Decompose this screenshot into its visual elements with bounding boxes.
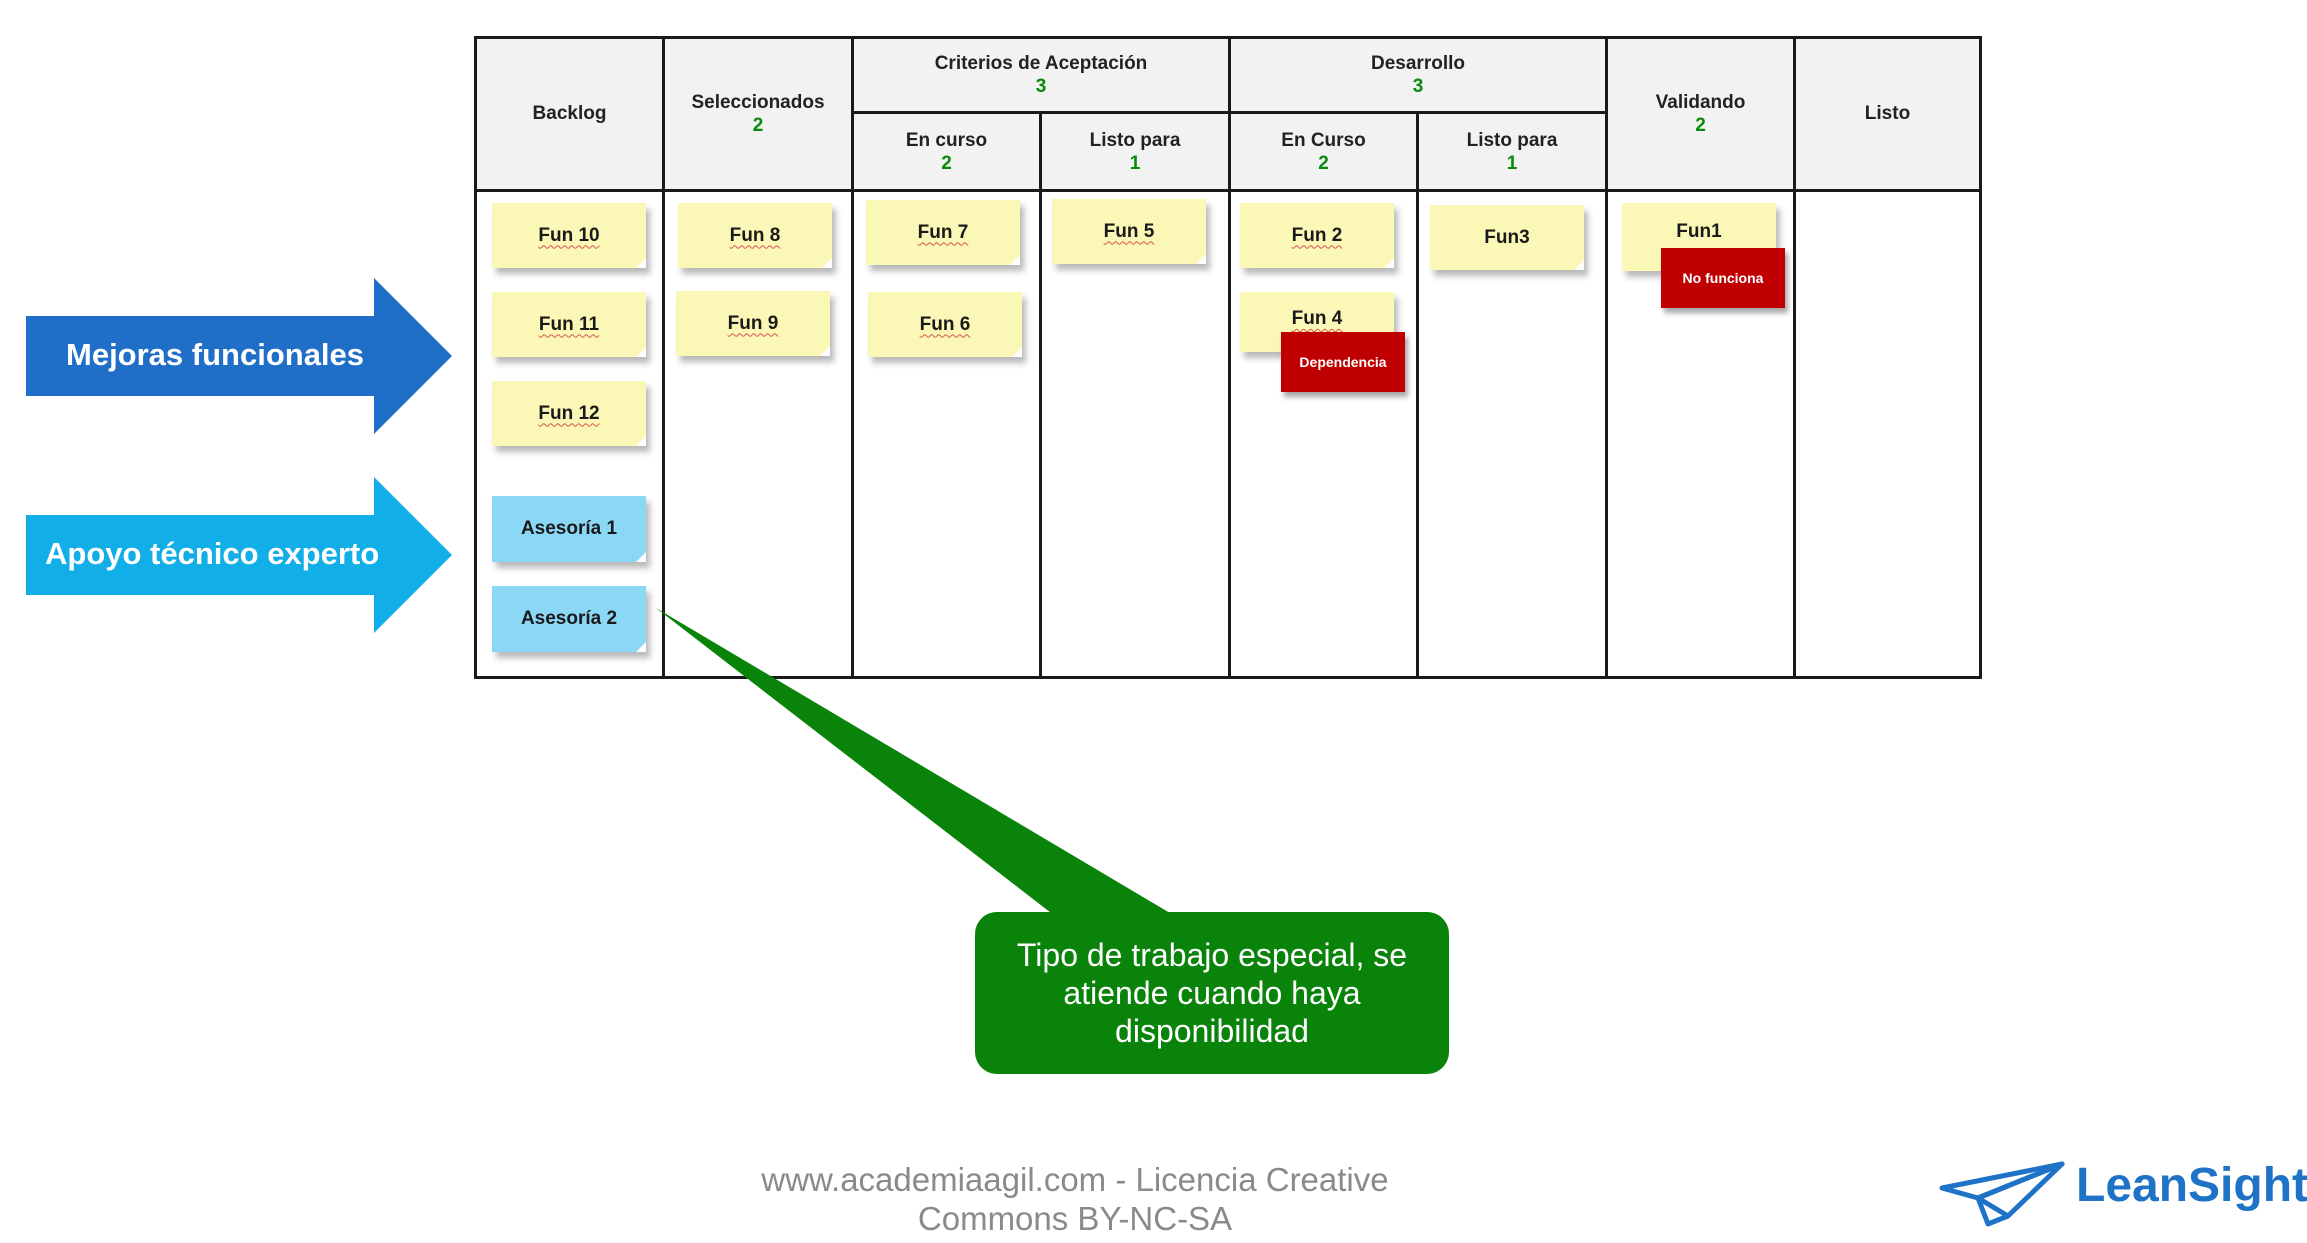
paper-plane-icon bbox=[1939, 1161, 2065, 1227]
card-asesoria-2[interactable]: Asesoría 2 bbox=[492, 586, 646, 652]
wip-limit: 2 bbox=[941, 152, 952, 174]
header-seleccionados: Seleccionados 2 bbox=[665, 39, 851, 189]
card-fun-5[interactable]: Fun 5 bbox=[1052, 199, 1206, 264]
card-label: Fun 4 bbox=[1291, 308, 1343, 329]
card-fun-10[interactable]: Fun 10 bbox=[492, 203, 646, 268]
card-label: Fun1 bbox=[1676, 221, 1722, 242]
callout-text: Tipo de trabajo especial, se atiende cua… bbox=[1016, 937, 1408, 1049]
column-divider bbox=[1228, 36, 1231, 679]
card-label: Asesoría 2 bbox=[520, 608, 618, 629]
card-asesoria-1[interactable]: Asesoría 1 bbox=[492, 496, 646, 562]
mejoras-funcionales-arrow bbox=[26, 278, 452, 434]
card-fun-6[interactable]: Fun 6 bbox=[868, 292, 1022, 357]
card-fun-12[interactable]: Fun 12 bbox=[492, 381, 646, 446]
wip-limit: 1 bbox=[1129, 152, 1141, 174]
wip-limit: 2 bbox=[1318, 152, 1329, 174]
blocker-dependencia[interactable]: Dependencia bbox=[1281, 332, 1405, 392]
card-label: Fun 9 bbox=[727, 312, 779, 334]
wip-limit: 2 bbox=[752, 115, 764, 136]
header-listo: Listo bbox=[1796, 39, 1979, 189]
card-label: Fun 11 bbox=[538, 313, 600, 335]
card-label: Fun 2 bbox=[1291, 224, 1343, 246]
card-label: Fun 10 bbox=[538, 224, 600, 246]
wip-limit: 2 bbox=[1695, 115, 1706, 136]
license-footer: www.academiaagil.com - Licencia Creative… bbox=[700, 1160, 1450, 1238]
card-label: Fun 8 bbox=[729, 224, 781, 246]
wip-limit: 1 bbox=[1506, 152, 1518, 174]
header-backlog: Backlog bbox=[477, 39, 662, 189]
header-desarrollo-en-curso: En Curso 2 bbox=[1231, 114, 1416, 189]
card-label: Fun 12 bbox=[538, 402, 600, 424]
card-fun-11[interactable]: Fun 11 bbox=[492, 292, 646, 357]
header-title: En Curso bbox=[1281, 129, 1366, 151]
header-title: Desarrollo bbox=[1371, 53, 1465, 74]
column-divider bbox=[851, 36, 854, 679]
card-fun-8[interactable]: Fun 8 bbox=[678, 203, 832, 268]
header-validando: Validando 2 bbox=[1608, 39, 1793, 189]
card-label: Fun 7 bbox=[917, 221, 969, 243]
blocker-no-funciona[interactable]: No funciona bbox=[1661, 248, 1785, 308]
card-label: Fun 5 bbox=[1103, 220, 1155, 242]
mejoras-funcionales-label: Mejoras funcionales bbox=[66, 337, 365, 372]
column-divider bbox=[1793, 36, 1796, 679]
card-label: Asesoría 1 bbox=[520, 518, 618, 539]
wip-limit: 3 bbox=[1035, 76, 1047, 97]
card-label: Fun 6 bbox=[919, 313, 971, 335]
header-title: Listo bbox=[1864, 103, 1911, 124]
header-title: Listo para bbox=[1466, 129, 1558, 151]
apoyo-tecnico-label: Apoyo técnico experto bbox=[45, 536, 380, 571]
wip-limit: 3 bbox=[1412, 76, 1424, 97]
card-fun-2[interactable]: Fun 2 bbox=[1240, 203, 1394, 268]
header-criterios: Criterios de Aceptación 3 bbox=[854, 39, 1228, 111]
subcolumn-divider bbox=[1416, 111, 1419, 679]
header-criterios-en-curso: En curso 2 bbox=[854, 114, 1039, 189]
header-desarrollo: Desarrollo 3 bbox=[1231, 39, 1605, 111]
column-divider bbox=[1605, 36, 1608, 679]
subcolumn-divider bbox=[1039, 111, 1042, 679]
apoyo-tecnico-arrow bbox=[26, 477, 452, 633]
license-line-1: www.academiaagil.com - Licencia Creative bbox=[761, 1161, 1389, 1198]
header-title: En curso bbox=[905, 129, 988, 151]
callout-note: Tipo de trabajo especial, se atiende cua… bbox=[975, 912, 1449, 1074]
card-fun-9[interactable]: Fun 9 bbox=[676, 291, 830, 356]
header-title: Backlog bbox=[532, 103, 607, 124]
license-line-2: Commons BY-NC-SA bbox=[917, 1200, 1233, 1237]
header-title: Listo para bbox=[1089, 129, 1181, 151]
header-desarrollo-listo: Listo para 1 bbox=[1419, 114, 1605, 189]
card-label: Fun3 bbox=[1484, 226, 1530, 248]
column-divider bbox=[662, 36, 665, 679]
header-criterios-listo: Listo para 1 bbox=[1042, 114, 1228, 189]
card-fun-3[interactable]: Fun3 bbox=[1430, 205, 1584, 270]
header-title: Validando bbox=[1655, 92, 1746, 113]
header-title: Seleccionados bbox=[691, 92, 825, 113]
card-fun-7[interactable]: Fun 7 bbox=[866, 200, 1020, 265]
header-title: Criterios de Aceptación bbox=[934, 53, 1148, 74]
leansight-logo-text: LeanSight bbox=[2076, 1159, 2307, 1212]
